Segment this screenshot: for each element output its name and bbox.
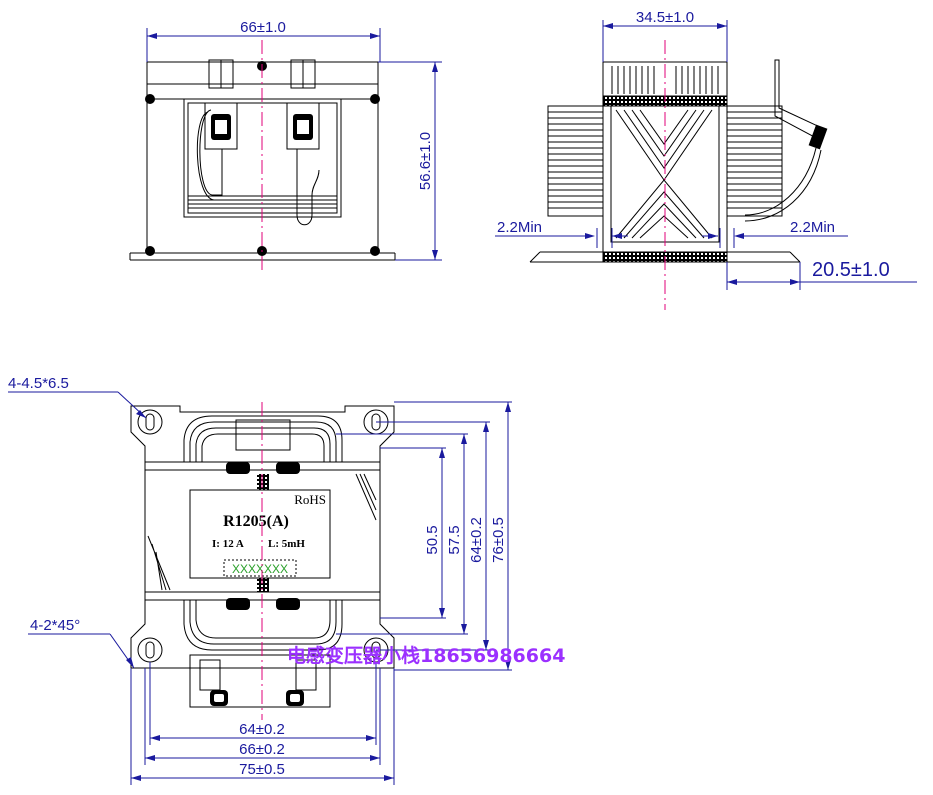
side-coil-right (726, 105, 783, 217)
nameplate (189, 489, 331, 579)
mount-slot (145, 641, 155, 659)
inductance-label: L: 5mH (268, 538, 305, 550)
rivet-dot (370, 246, 380, 256)
rivet-dot (145, 246, 155, 256)
plan-view: RoHS R1205(A) I: 12 A L: 5mH XXXXXXX 4-4… (8, 375, 512, 785)
dim-chamfer: 4-2*45° (30, 617, 80, 634)
current-label: I: 12 A (212, 538, 244, 550)
coil-top (183, 415, 343, 462)
model-label: R1205(A) (223, 513, 289, 530)
dim-side-left-min: 2.2Min (497, 219, 542, 236)
side-coil-left (547, 105, 604, 217)
code-label: XXXXXXX (232, 562, 288, 576)
dim-side-right-min: 2.2Min (790, 219, 835, 236)
mount-slot (145, 413, 155, 431)
dim-front-height: 56.6±1.0 (417, 132, 434, 190)
front-view: 66±1.0 56.6±1.0 (129, 19, 442, 272)
coil-bottom (183, 600, 343, 651)
side-view: 34.5±1.0 2.2Min 2.2Min 20.5±1.0 (495, 9, 917, 310)
code-box (223, 559, 297, 577)
dim-height-inner: 50.5 (424, 525, 441, 554)
dim-front-width: 66±1.0 (240, 19, 286, 36)
dim-bottom-hole: 64±0.2 (239, 721, 285, 738)
terminal-block (189, 654, 331, 708)
dim-height-hole: 64±0.2 (468, 517, 485, 563)
core-lamination-lines (611, 66, 719, 239)
rohs-label: RoHS (294, 492, 326, 507)
dim-bottom-total: 75±0.5 (239, 761, 285, 778)
dim-side-width: 34.5±1.0 (636, 9, 694, 26)
dim-height-total: 76±0.5 (490, 517, 507, 563)
rivet-dot (145, 94, 155, 104)
dim-side-depth: 20.5±1.0 (812, 259, 890, 281)
dim-bottom-core: 66±0.2 (239, 741, 285, 758)
rivet-dot (370, 94, 380, 104)
dim-height-mid: 57.5 (446, 525, 463, 554)
watermark-text: 电感变压器小栈18656986664 (287, 644, 565, 667)
dim-slot-holes: 4-4.5*6.5 (8, 375, 69, 392)
